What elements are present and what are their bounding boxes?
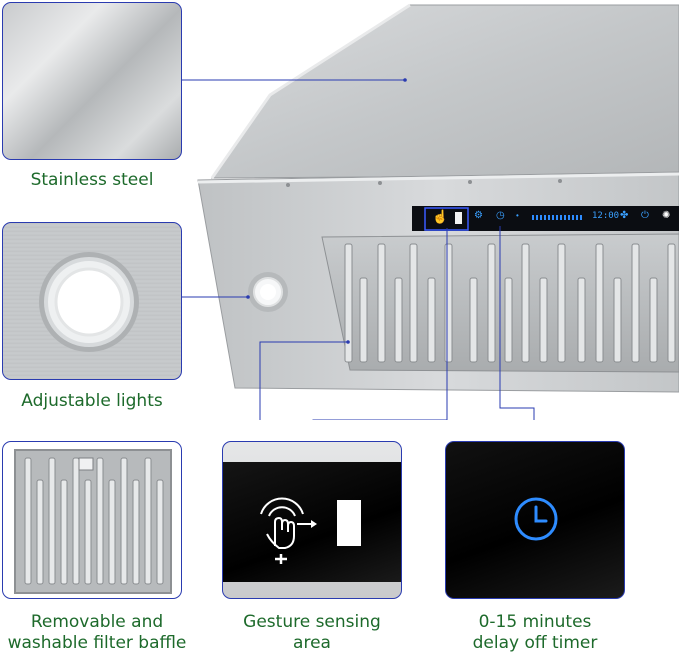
filter-baffle-card [2,441,182,599]
clock-icon [514,497,558,541]
gesture-caption-line1: Gesture sensing [243,612,381,632]
baffle-fin [487,243,496,363]
baffle-fin [649,277,658,363]
filter-fin [60,479,68,585]
adjustable-lights-caption: Adjustable lights [21,391,163,411]
baffle-fin [667,243,676,363]
gesture-sensor-pad [455,212,462,224]
filter-fin [84,479,92,585]
filter-fin [72,457,80,585]
fan-speed-icon[interactable]: ⚙ [474,210,483,221]
baffle-fin [631,243,640,363]
filter-fin [48,457,56,585]
gesture-caption-line2: area [293,633,331,653]
baffle-fin [409,243,418,363]
gesture-hand-icon [260,497,317,564]
clock-readout: 12:00 [592,211,620,221]
gesture-sensing-card [222,441,402,599]
baffle-fin [444,243,453,363]
filter-fin [108,479,116,585]
baffle-fin [469,277,478,363]
timer-caption-line2: delay off timer [472,633,598,653]
baffle-fin [377,243,386,363]
level-bar [532,215,582,220]
stainless-steel-card [2,2,182,160]
baffle-fin [359,277,368,363]
filter-fin [96,457,104,585]
baffle-fin [427,277,436,363]
baffle-fin [394,277,403,363]
filter-caption-line2: washable filter baffle [7,633,187,653]
filter-baffle-image [14,449,172,594]
filter-caption-line1: Removable and [30,612,164,632]
filter-fin [120,457,128,585]
baffle-fin [539,277,548,363]
timer-caption-line1: 0-15 minutes [478,612,592,632]
filter-fin [144,457,152,585]
baffle-fin [521,243,530,363]
stainless-steel-caption: Stainless steel [30,170,154,190]
gesture-hand-icon[interactable]: ☝ [432,209,449,224]
control-panel: ☝ ⚙ ◷ • 12:00 ✤ ⏻ ✺ [412,206,679,231]
filter-fin [132,479,140,585]
baffle-fin [595,243,604,363]
baffle-fin [577,277,586,363]
baffle-fin [613,277,622,363]
fan-icon[interactable]: ✤ [620,210,629,221]
wifi-icon: • [516,211,519,220]
gesture-sensor-pad [337,500,361,546]
baffle-fin [557,243,566,363]
light-icon[interactable]: ✺ [662,210,671,221]
filter-fin [36,479,44,585]
baffle-fin [504,277,513,363]
adjustable-lights-card [2,222,182,380]
delay-timer-card [445,441,625,599]
light-ring-icon [39,252,139,352]
power-icon[interactable]: ⏻ [641,210,649,221]
filter-fin [156,479,164,585]
filter-fin [24,457,32,585]
clock-icon[interactable]: ◷ [496,210,505,221]
baffle-fin [344,243,353,363]
